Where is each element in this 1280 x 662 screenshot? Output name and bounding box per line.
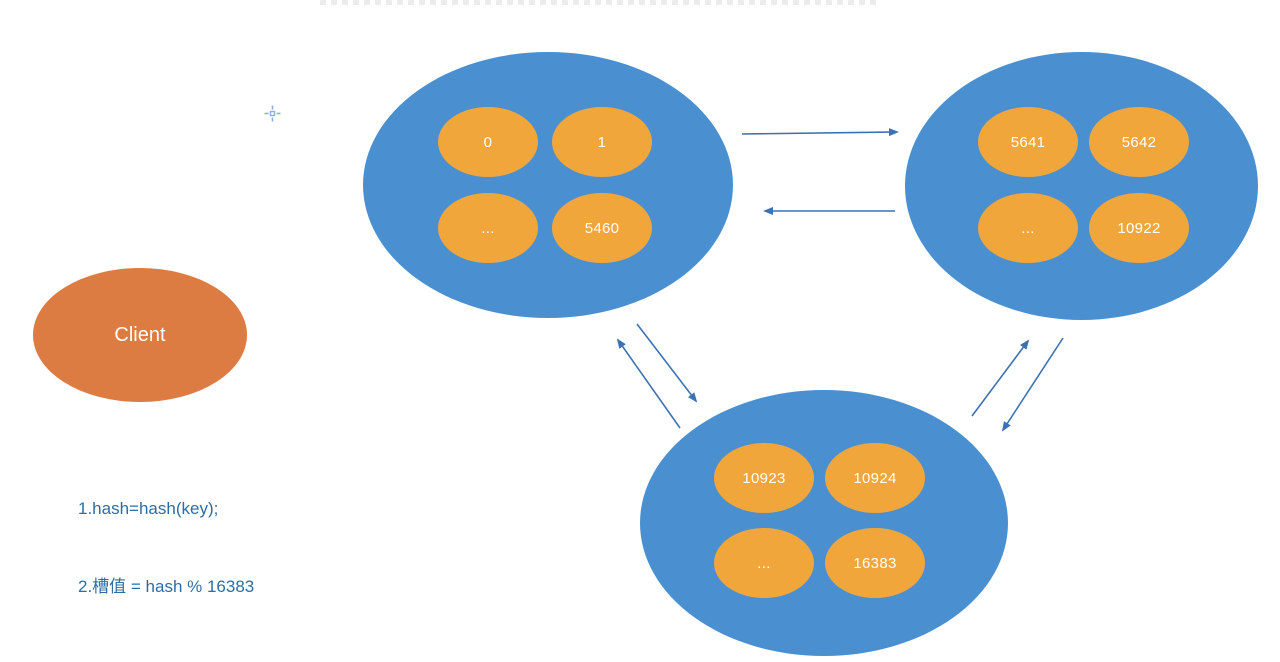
crosshair-icon (264, 105, 281, 122)
slot-ellipse: 10924 (825, 443, 925, 513)
hash-formula-line-1: 1.hash=hash(key); (78, 499, 219, 518)
arrow-a-to-c (636, 323, 698, 403)
slot-ellipse: 1 (552, 107, 652, 177)
arrow-b-to-c (1001, 337, 1064, 432)
hash-formula-line-2: 2.槽值 = hash % 16383 (78, 577, 255, 596)
slot-label: 5642 (1121, 133, 1157, 151)
slot-label: 10922 (1117, 219, 1161, 237)
client-label: Client (114, 323, 166, 346)
slot-ellipse: 5642 (1089, 107, 1189, 177)
slot-ellipse: 5641 (978, 107, 1078, 177)
slot-label: 10924 (853, 469, 897, 487)
slot-label: 5641 (1010, 133, 1046, 151)
slot-ellipse: ... (438, 193, 538, 263)
slot-ellipse: 0 (438, 107, 538, 177)
client-node: Client (33, 268, 247, 402)
clipped-text-artifacts (320, 0, 880, 5)
slot-ellipse: ... (714, 528, 814, 598)
cluster-node-c: 10923 10924 ... 16383 (640, 390, 1008, 656)
slot-label: ... (481, 219, 495, 237)
slot-ellipse: 10922 (1089, 193, 1189, 263)
slot-label: 16383 (853, 554, 897, 572)
cluster-node-a: 0 1 ... 5460 (363, 52, 733, 318)
slot-label: 10923 (742, 469, 786, 487)
slot-label: 5460 (584, 219, 620, 237)
slot-ellipse: 16383 (825, 528, 925, 598)
hash-formula-note: 1.hash=hash(key); 2.槽值 = hash % 16383 (78, 444, 254, 652)
cluster-node-b: 5641 5642 ... 10922 (905, 52, 1258, 320)
arrow-a-to-b (741, 128, 899, 137)
arrow-c-to-a (616, 338, 681, 429)
slot-label: 0 (483, 133, 493, 151)
slot-label: ... (757, 554, 771, 572)
arrow-c-to-b (971, 339, 1030, 417)
slot-ellipse: 5460 (552, 193, 652, 263)
slot-ellipse: ... (978, 193, 1078, 263)
slot-label: 1 (597, 133, 607, 151)
slot-label: ... (1021, 219, 1035, 237)
slot-ellipse: 10923 (714, 443, 814, 513)
